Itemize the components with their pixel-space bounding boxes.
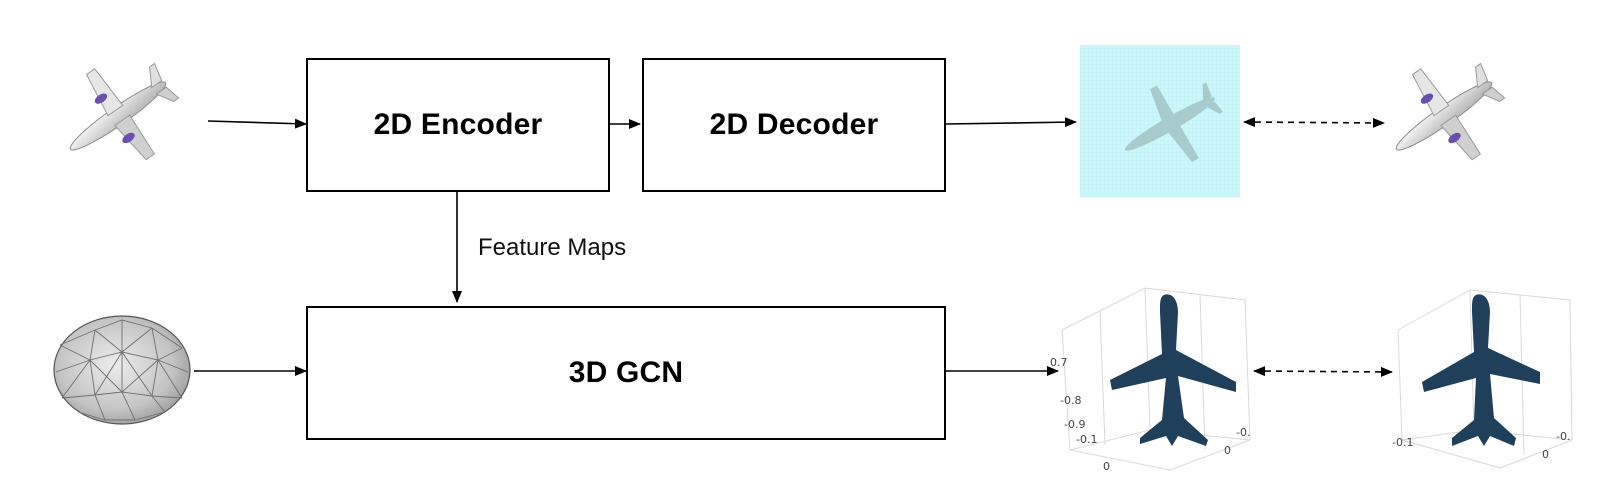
tick-label: -0.: [1236, 426, 1250, 439]
feature-maps-label: Feature Maps: [478, 234, 627, 261]
point-cloud-icon: [1110, 294, 1236, 446]
target-airplane-icon: [1395, 62, 1506, 161]
tick-label: -0.1: [1392, 436, 1413, 449]
tick-label: -0.: [1556, 430, 1570, 443]
tick-label: 0: [1103, 460, 1110, 473]
tick-label: 0.7: [1050, 356, 1068, 369]
predicted-point-cloud-plot: 0.7 -0.8 -0.9 -0.1 0 0 -0.: [1050, 287, 1251, 473]
tick-label: -0.8: [1060, 394, 1081, 407]
tick-label: -0.1: [1076, 433, 1097, 446]
ellipsoid-mesh-icon: [53, 315, 191, 425]
arrow-input-to-encoder: [207, 118, 307, 129]
decoded-silhouette-icon: [1080, 45, 1240, 197]
decoder-label: 2D Decoder: [709, 108, 879, 141]
decoder-box: 2D Decoder: [642, 58, 946, 192]
encoder-label: 2D Encoder: [373, 108, 543, 141]
tick-label: 0: [1224, 444, 1231, 457]
tick-label: -0.9: [1064, 418, 1085, 431]
encoder-box: 2D Encoder: [306, 58, 610, 192]
input-airplane-icon: [69, 62, 180, 161]
tick-label: 0: [1542, 448, 1549, 461]
ground-truth-point-cloud-plot: -0.1 0 -0.: [1392, 289, 1573, 469]
arrow-decoder-to-silhouette: [945, 117, 1077, 128]
gcn-box: 3D GCN: [306, 306, 946, 440]
point-cloud-icon: [1422, 294, 1540, 446]
dashed-compare-point-cloud: [1253, 366, 1393, 377]
gcn-label: 3D GCN: [568, 356, 684, 389]
dashed-compare-silhouette: [1243, 117, 1385, 128]
